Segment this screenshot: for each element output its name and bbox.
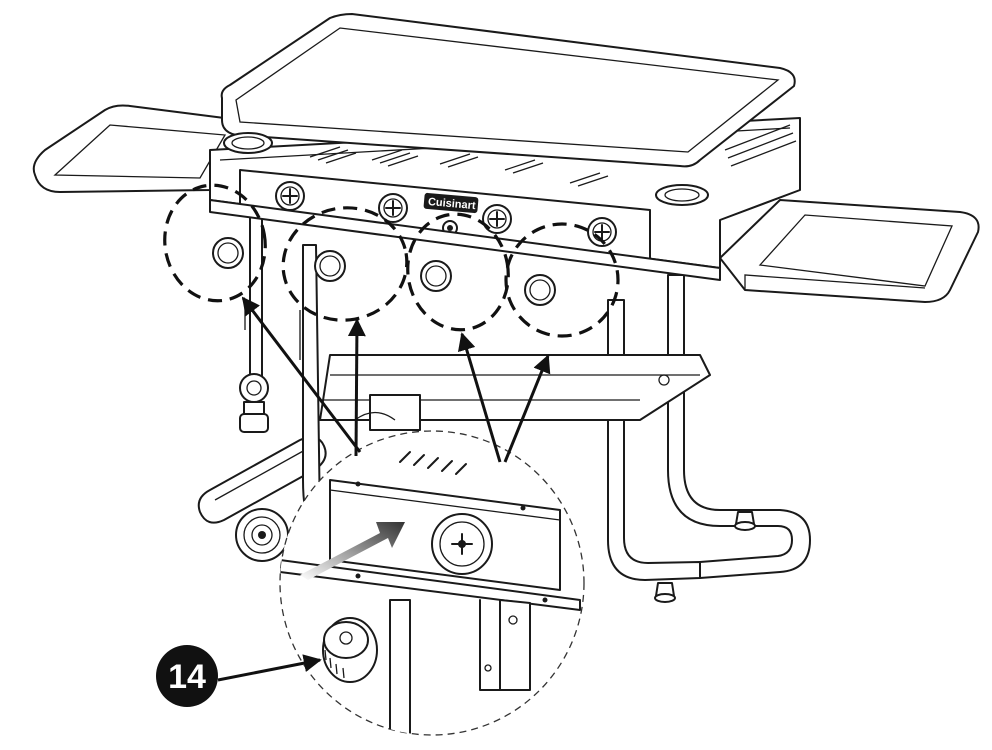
control-knob-detail-icon: [322, 617, 378, 683]
control-knob-icon: [524, 274, 556, 306]
valve-stem-detail-icon: [431, 513, 493, 575]
brand-logo-text: Cuisinart: [427, 196, 476, 212]
valve-stem-icon: [378, 193, 408, 223]
brand-plate: Cuisinart: [423, 192, 479, 214]
regulator-icon: [239, 373, 269, 433]
highlight-circle: [504, 222, 620, 338]
highlight-circle: [163, 183, 267, 303]
wheel-icon: [235, 508, 289, 562]
control-knob-icon: [212, 237, 244, 269]
cup-holder-icon: [655, 184, 709, 206]
right-side-shelf: [719, 199, 980, 303]
control-knob-icon: [420, 260, 452, 292]
detail-zoom-view: [279, 430, 585, 736]
griddle-body: Cuisinart: [209, 13, 801, 360]
valve-stem-icon: [482, 204, 512, 234]
leveling-foot: [654, 582, 676, 603]
callout-number: 14: [168, 658, 206, 696]
part-callout: 14: [156, 645, 322, 707]
callout-badge: [156, 645, 218, 707]
cup-holder-icon: [223, 132, 273, 154]
leveling-foot: [734, 511, 756, 531]
install-direction-arrow: [300, 522, 405, 580]
pointer-arrows: [241, 296, 551, 463]
control-knob-icon: [314, 250, 346, 282]
valve-stem-icon: [275, 181, 305, 211]
left-side-shelf: [32, 104, 241, 193]
